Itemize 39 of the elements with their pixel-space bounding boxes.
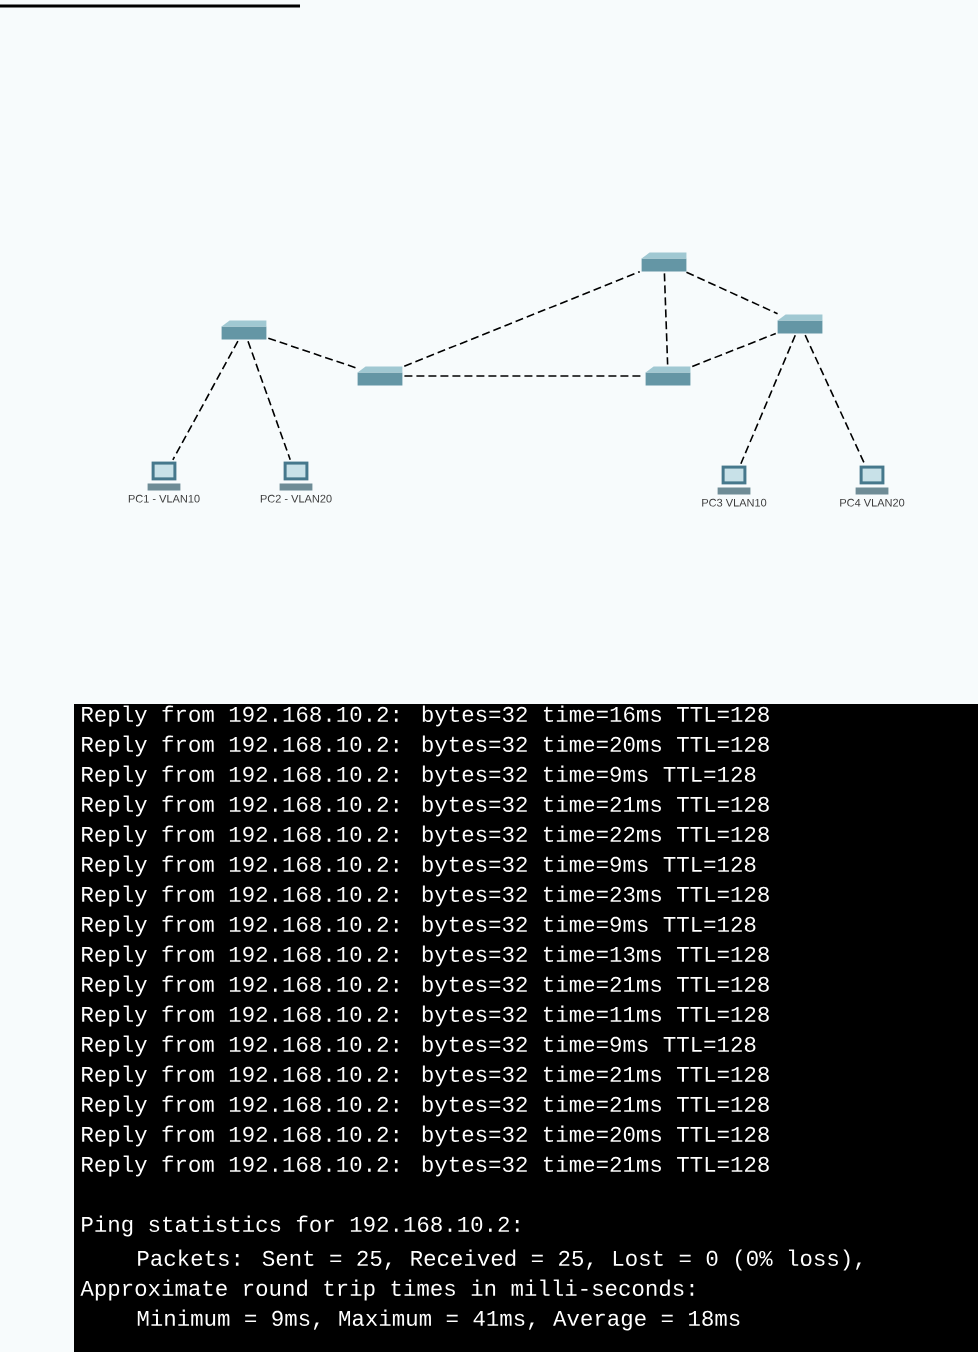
link-line xyxy=(403,375,645,377)
link-line xyxy=(663,272,669,366)
console-line: Reply from 192.168.10.2: bytes=32 time=11ms TTL=128 xyxy=(82,1005,769,1027)
switch-icon xyxy=(357,366,403,386)
switch-icon xyxy=(645,366,691,386)
switch-icon xyxy=(777,314,823,334)
computer-icon xyxy=(717,465,751,495)
computer-icon xyxy=(147,461,181,491)
console-line: Reply from 192.168.10.2: bytes=32 time=20ms TTL=128 xyxy=(82,735,769,757)
link-line xyxy=(172,340,239,461)
computer-icon xyxy=(855,465,889,495)
console-line: Reply from 192.168.10.2: bytes=32 time=21ms TTL=128 xyxy=(82,1065,769,1087)
console-line: Reply from 192.168.10.2: bytes=32 time=23ms TTL=128 xyxy=(82,885,769,907)
console-line: Reply from 192.168.10.2: bytes=32 time=9ms TTL=128 xyxy=(82,915,756,937)
console-line: Reply from 192.168.10.2: bytes=32 time=22ms TTL=128 xyxy=(82,825,769,847)
console-line: Reply from 192.168.10.2: bytes=32 time=9ms TTL=128 xyxy=(82,855,756,877)
console-line: Reply from 192.168.10.2: bytes=32 time=16ms TTL=128 xyxy=(82,705,769,727)
link-line xyxy=(804,334,866,465)
console-line: Reply from 192.168.10.2: bytes=32 time=21ms TTL=128 xyxy=(82,1155,769,1177)
link-line xyxy=(267,337,357,369)
console-line: Reply from 192.168.10.2: bytes=32 time=9ms TTL=128 xyxy=(82,1035,756,1057)
console-line: Reply from 192.168.10.2: bytes=32 time=20ms TTL=128 xyxy=(82,1125,769,1147)
switch-icon xyxy=(221,320,267,340)
switch-icon xyxy=(641,252,687,272)
console-line: Approximate round trip times in milli-seconds: xyxy=(80,1279,694,1301)
console-line: Reply from 192.168.10.2: bytes=32 time=9ms TTL=128 xyxy=(82,765,756,787)
console-line: Packets: Sent = 25, Received = 25, Lost = 0 (0% loss), xyxy=(138,1249,861,1271)
console-line: Minimum = 9ms, Maximum = 41ms, Average = 18ms xyxy=(137,1309,740,1331)
console-line: Reply from 192.168.10.2: bytes=32 time=21ms TTL=128 xyxy=(82,1095,769,1117)
link-line xyxy=(685,271,779,315)
console-line: Reply from 192.168.10.2: bytes=32 time=21ms TTL=128 xyxy=(82,975,769,997)
link-line xyxy=(247,340,291,461)
console-line: Ping statistics for 192.168.10.2: xyxy=(82,1215,519,1237)
console-line: Reply from 192.168.10.2: bytes=32 time=13ms TTL=128 xyxy=(82,945,769,967)
computer-icon xyxy=(279,461,313,491)
link-line xyxy=(740,334,797,465)
link-line xyxy=(403,270,641,368)
link-line xyxy=(691,332,777,368)
console-line: Reply from 192.168.10.2: bytes=32 time=21ms TTL=128 xyxy=(82,795,769,817)
